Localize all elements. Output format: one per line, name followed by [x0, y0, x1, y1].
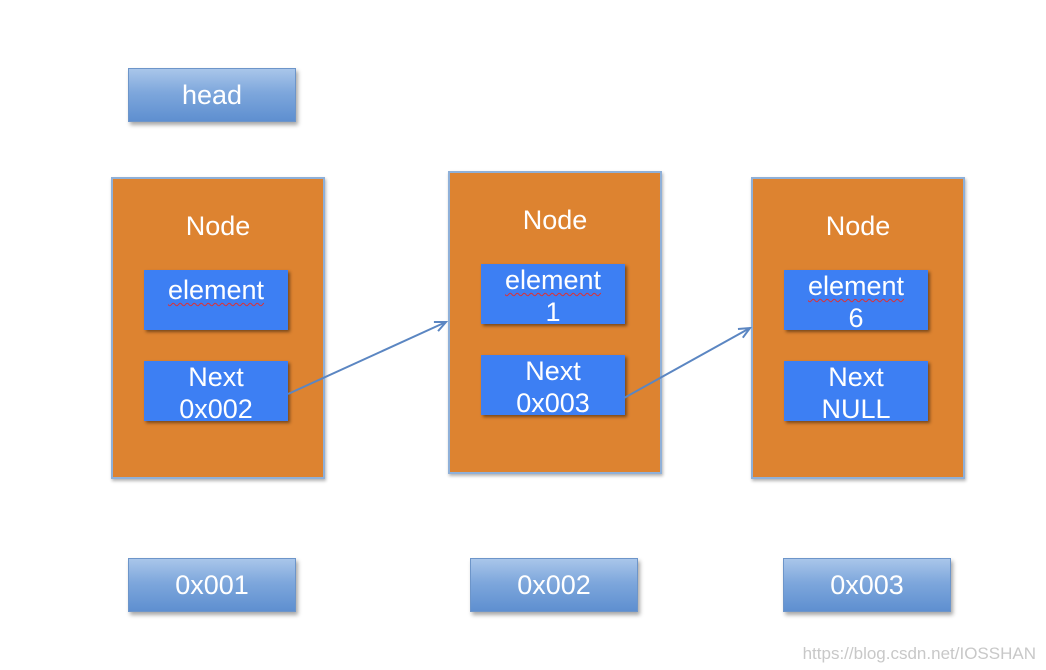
node-2: Node element 1 Next 0x003: [448, 171, 662, 474]
address-label-node-2: 0x002: [470, 558, 638, 612]
element-field: element 1: [481, 264, 625, 327]
next-label: Next: [828, 362, 884, 392]
element-label: element: [167, 275, 265, 305]
next-label: Next: [188, 362, 244, 392]
node-title: Node: [825, 211, 891, 241]
element-field: element: [144, 270, 288, 330]
address-label-node-3: 0x003: [783, 558, 951, 612]
arrow-node1-to-node2: [287, 322, 446, 395]
next-field: Next NULL: [784, 361, 928, 424]
node-1: Node element Next 0x002: [111, 177, 325, 479]
element-label: element: [807, 271, 905, 301]
node-title: Node: [185, 211, 251, 241]
element-label: element: [504, 265, 602, 295]
arrow-node2-to-node3: [623, 328, 750, 399]
next-value: NULL: [821, 394, 891, 424]
address-label-node-1: 0x001: [128, 558, 296, 612]
element-field: element 6: [784, 270, 928, 333]
next-label: Next: [525, 356, 581, 386]
node-title: Node: [522, 205, 588, 235]
watermark: https://blog.csdn.net/IOSSHAN: [802, 644, 1036, 663]
element-value: 1: [545, 297, 561, 327]
next-value: 0x002: [179, 394, 253, 424]
node-3: Node element 6 Next NULL: [751, 177, 965, 479]
next-field: Next 0x002: [144, 361, 288, 424]
element-value: 6: [848, 303, 864, 333]
next-field: Next 0x003: [481, 355, 625, 418]
next-value: 0x003: [516, 388, 590, 418]
head-label: head: [128, 68, 296, 122]
